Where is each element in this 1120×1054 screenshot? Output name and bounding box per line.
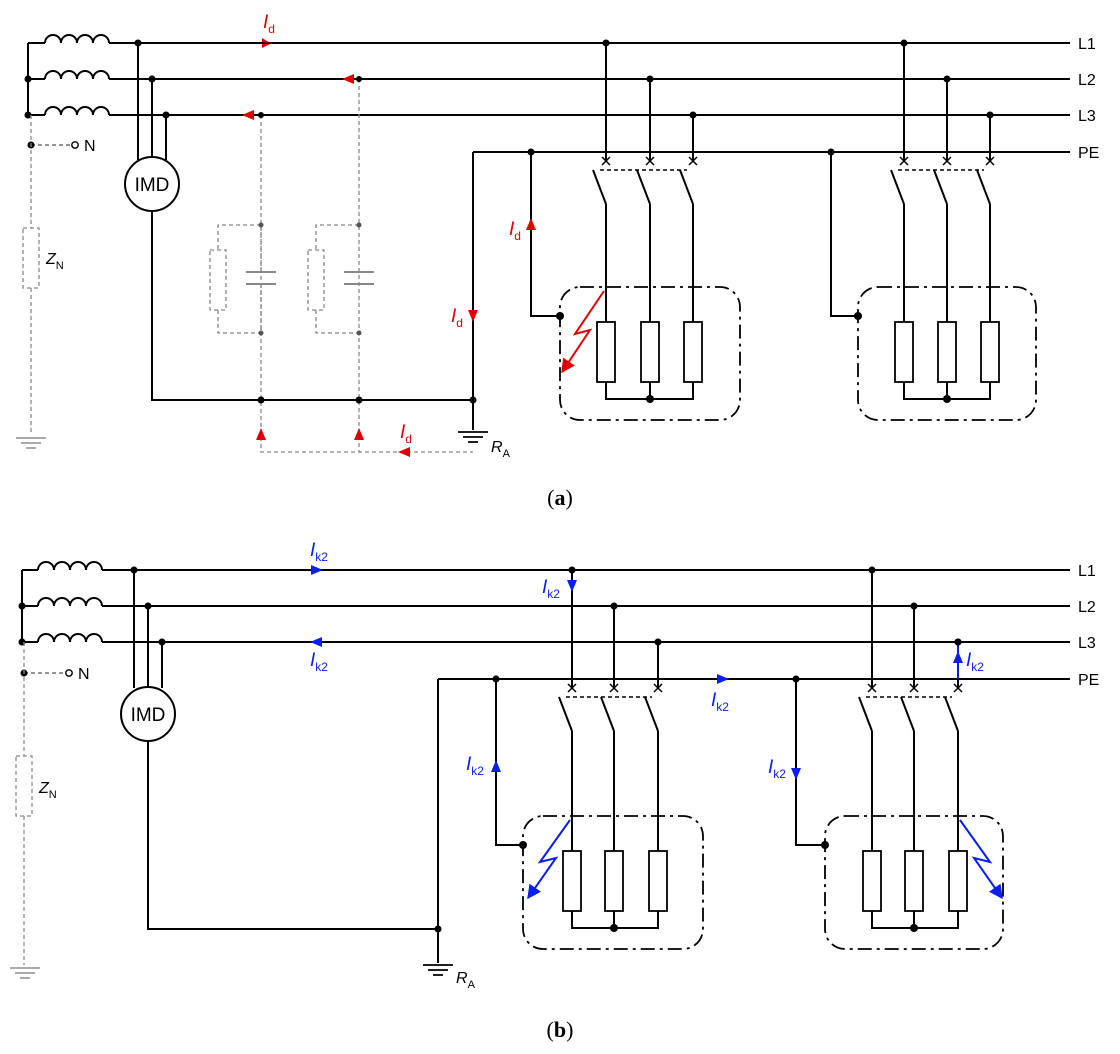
transformer-windings-b	[18, 561, 103, 646]
ground-symbol-zn-a	[16, 437, 46, 449]
panel-a: L1 L2 L3 PE N ZN IMD RA	[16, 12, 1099, 510]
current-label-b-2: Ik2	[310, 650, 328, 674]
fault-current-b: Ik2 Ik2 Ik2 Ik2 Ik2 Ik2 Ik2	[310, 540, 1003, 900]
current-label-a-3: Id	[451, 306, 463, 330]
current-label-b-7: Ik2	[768, 757, 786, 781]
current-label-a-4: Id	[400, 422, 412, 446]
current-label-b-6: Ik2	[466, 754, 484, 778]
caption-a: (a)	[547, 485, 573, 510]
line-label-l1: L1	[1078, 36, 1096, 53]
neutral-branch-b: N ZN	[10, 642, 90, 979]
line-label-l3: L3	[1078, 108, 1096, 125]
line-label-pe-b: PE	[1078, 672, 1099, 689]
current-label-b-5: Ik2	[966, 650, 984, 674]
line-label-l3-b: L3	[1078, 635, 1096, 652]
busbars-b: L1 L2 L3 PE	[102, 563, 1099, 963]
load-1-a	[527, 39, 741, 421]
transformer-windings-a	[24, 34, 110, 119]
leakage-capacitance-a	[209, 76, 473, 453]
line-label-l2-b: L2	[1078, 599, 1096, 616]
imd-b: IMD RA	[120, 566, 476, 991]
zn-label-b: ZN	[38, 780, 57, 801]
load-1-b	[492, 566, 704, 950]
zn-impedance-a	[22, 227, 40, 289]
line-label-pe: PE	[1078, 145, 1099, 162]
panel-b: L1 L2 L3 PE N ZN IMD RA	[10, 540, 1099, 1042]
load-2-a	[827, 39, 1037, 421]
zn-impedance-b	[15, 755, 33, 817]
imd-a: IMD RA	[124, 39, 511, 460]
imd-label-a: IMD	[135, 175, 170, 196]
ground-symbol-ra-a	[458, 431, 488, 443]
line-label-l1-b: L1	[1078, 563, 1096, 580]
busbars-a: L1 L2 L3 PE	[109, 36, 1099, 430]
ground-symbol-zn-b	[10, 967, 40, 979]
current-label-a-2: Id	[509, 219, 521, 243]
load-2-b	[792, 566, 1004, 950]
current-label-b-1: Ik2	[310, 540, 328, 564]
line-label-l2: L2	[1078, 72, 1096, 89]
ra-label-a: RA	[491, 439, 511, 460]
imd-label-b: IMD	[131, 705, 166, 726]
zn-label-a: ZN	[45, 251, 64, 272]
neutral-label-b: N	[78, 666, 90, 683]
ground-symbol-ra-b	[423, 964, 453, 976]
current-label-a-1: Id	[263, 12, 275, 36]
ra-label-b: RA	[456, 970, 476, 991]
current-label-b-4: Ik2	[711, 690, 729, 714]
neutral-branch-a: N ZN	[16, 115, 96, 449]
neutral-label-a: N	[84, 138, 96, 155]
fault-current-a: Id Id Id Id	[242, 12, 605, 457]
current-label-b-3: Ik2	[542, 577, 560, 601]
caption-b: (b)	[547, 1017, 574, 1042]
